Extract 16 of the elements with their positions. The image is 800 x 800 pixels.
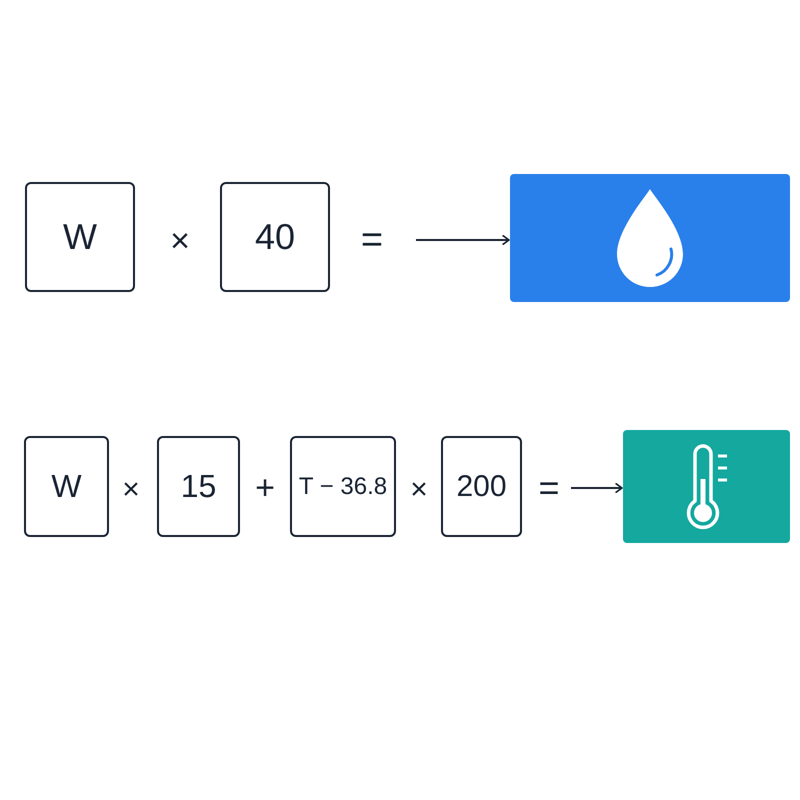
variable-box: W xyxy=(25,182,135,292)
expression-box: T − 36.8 xyxy=(290,436,396,537)
number-box: 40 xyxy=(220,182,330,292)
result-panel xyxy=(510,174,790,302)
plus-sign: + xyxy=(255,471,275,505)
number-box: 200 xyxy=(441,436,522,537)
equals-sign: = xyxy=(360,221,384,259)
multiply-sign: × xyxy=(410,475,428,505)
result-panel xyxy=(623,430,790,543)
number-box: 15 xyxy=(157,436,240,537)
equals-sign: = xyxy=(538,470,560,506)
variable-box: W xyxy=(24,436,109,537)
arrow xyxy=(416,235,510,245)
arrow xyxy=(571,483,623,493)
multiply-sign: × xyxy=(122,475,140,505)
multiply-sign: × xyxy=(170,224,190,258)
